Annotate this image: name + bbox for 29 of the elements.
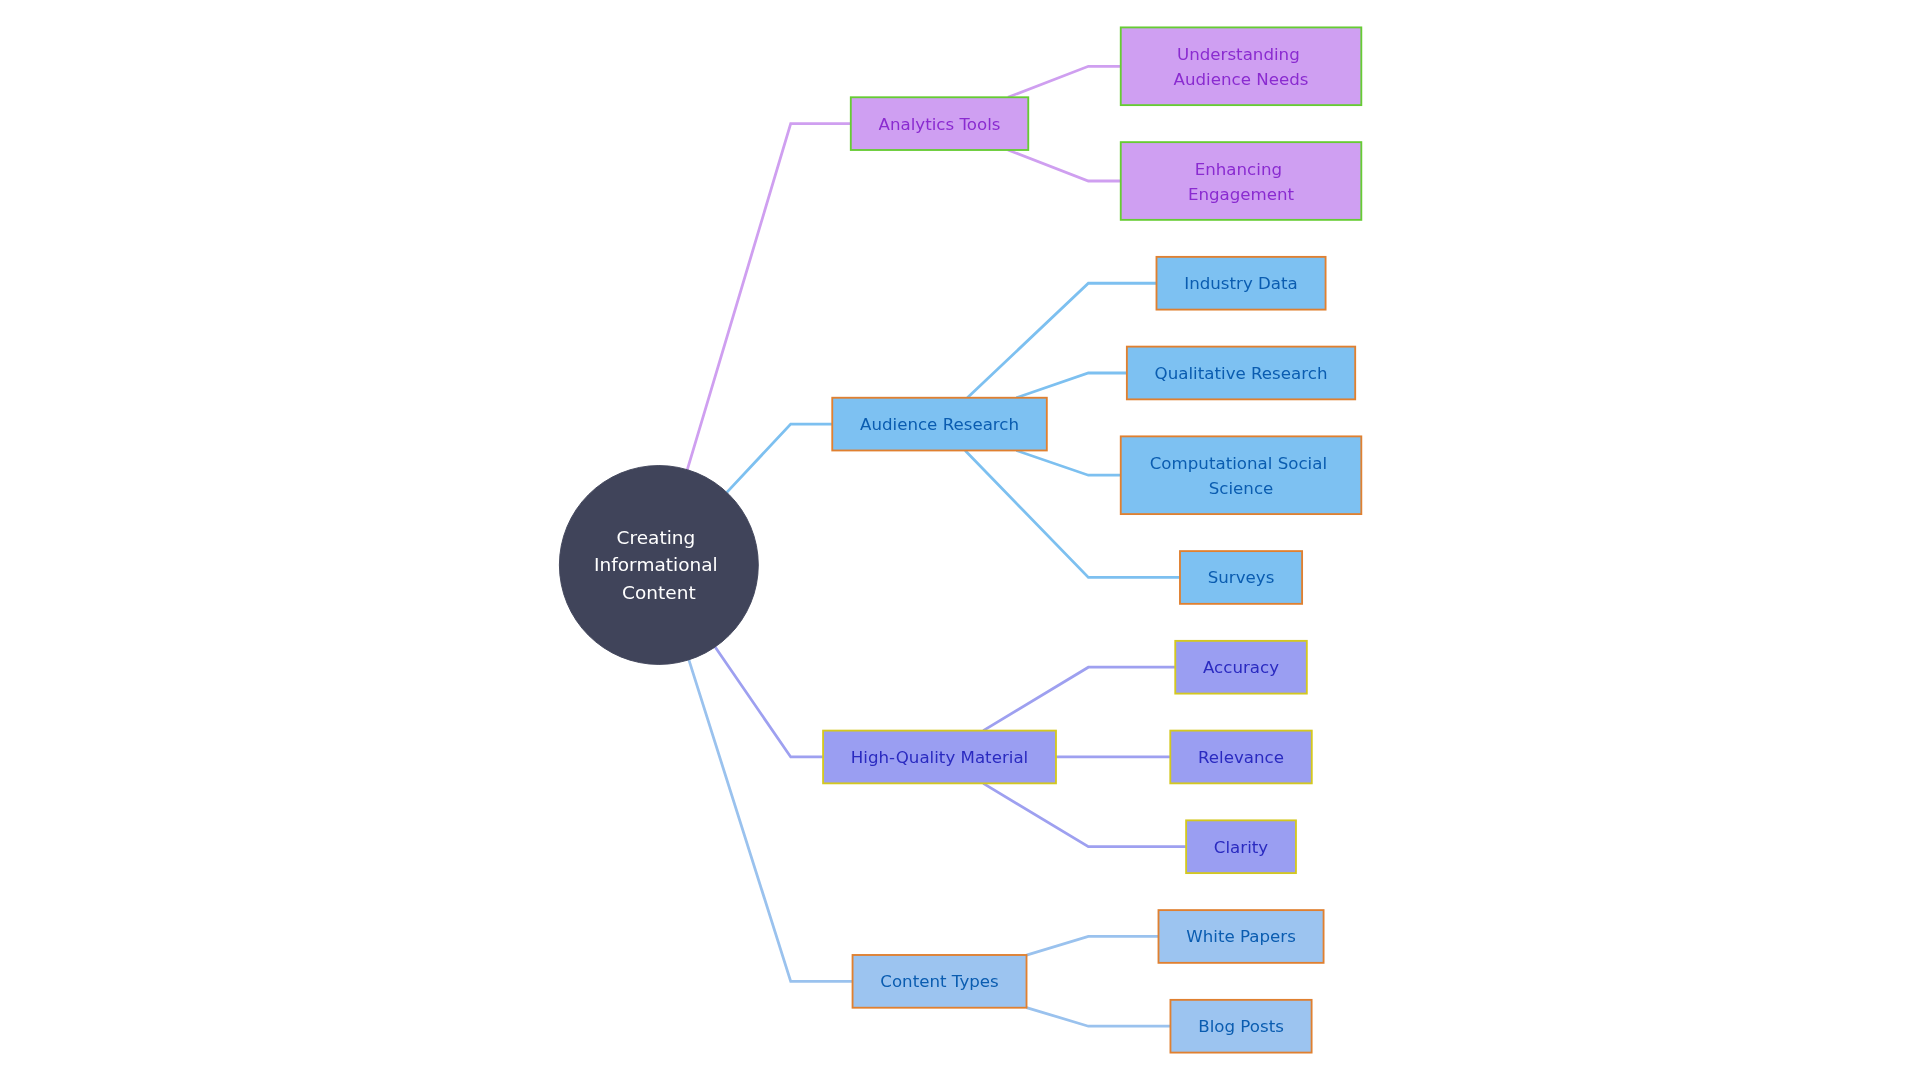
node-box: Accuracy: [1173, 639, 1308, 695]
node-box: Enhancing Engagement: [1119, 141, 1362, 221]
connector: [982, 782, 1186, 849]
node-box: Blog Posts: [1169, 998, 1313, 1054]
connector: [1025, 935, 1159, 957]
connector: [963, 449, 1180, 579]
connector: [725, 422, 832, 494]
connector: [1007, 64, 1121, 99]
node-box: Relevance: [1169, 729, 1313, 785]
connector: [1025, 1006, 1171, 1028]
node-box: Computational Social Science: [1119, 435, 1362, 515]
connector: [1055, 755, 1170, 759]
node-box: Understanding Audience Needs: [1119, 26, 1362, 107]
node-box: Surveys: [1178, 550, 1303, 605]
node-box: Qualitative Research: [1125, 345, 1356, 401]
node-box: Content Types: [851, 954, 1028, 1009]
node-circle: Creating Informational Content: [558, 465, 759, 665]
node-box: High-Quality Material: [821, 729, 1057, 785]
node-box: Clarity: [1184, 819, 1297, 875]
node-box: Industry Data: [1155, 255, 1327, 311]
connector: [687, 659, 853, 983]
connector: [685, 122, 851, 471]
connector: [966, 281, 1157, 399]
connector: [1015, 449, 1121, 477]
node-box: White Papers: [1157, 909, 1325, 964]
connector: [982, 665, 1175, 732]
node-box: Audience Research: [830, 396, 1048, 452]
node-box: Analytics Tools: [849, 96, 1029, 151]
connector: [713, 646, 823, 759]
